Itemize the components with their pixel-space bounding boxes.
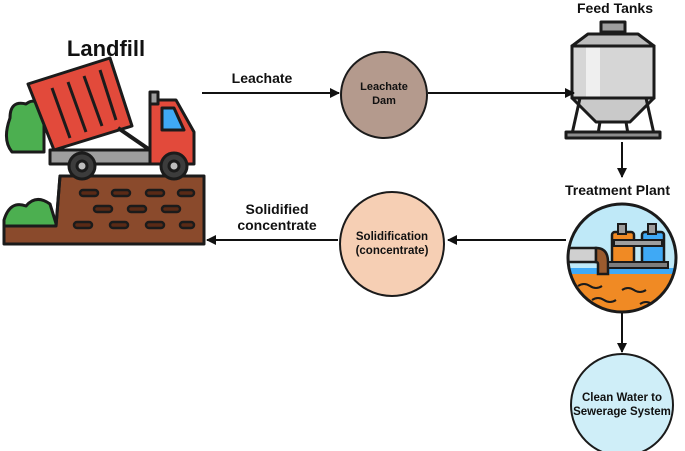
leachate-dam-node — [340, 51, 428, 139]
treatment-plant-icon — [566, 202, 678, 314]
treatment-plant-title: Treatment Plant — [564, 182, 671, 198]
solidification-node — [339, 191, 445, 297]
landfill-truck-icon — [2, 56, 206, 246]
solidification-label: Solidification (concentrate) — [342, 220, 442, 268]
clean-water-label-line1: Clean Water to — [581, 391, 663, 404]
landfill-title: Landfill — [66, 36, 146, 61]
feed-tanks-title: Feed Tanks — [577, 0, 653, 16]
feed-tank-icon — [564, 20, 662, 140]
clean-water-label: Clean Water to Sewerage System — [568, 382, 676, 428]
clean-water-node — [570, 353, 674, 451]
edge-label-leachate: Leachate — [231, 70, 293, 86]
solidification-label-line1: Solidification — [355, 230, 429, 243]
solidification-label-line2: (concentrate) — [355, 245, 429, 257]
leachate-dam-label-line2: Dam — [372, 95, 396, 107]
edge-label-solidified-line1: Solidified — [245, 201, 309, 217]
edge-label-solidified-line2: concentrate — [237, 217, 317, 234]
leachate-dam-label-line1: Leachate — [360, 81, 408, 94]
leachate-dam-label: Leachate Dam — [341, 68, 427, 122]
edge-label-solidified-concentrate: Solidified concentrate — [222, 201, 332, 233]
clean-water-label-line2: Sewerage System — [573, 406, 671, 418]
